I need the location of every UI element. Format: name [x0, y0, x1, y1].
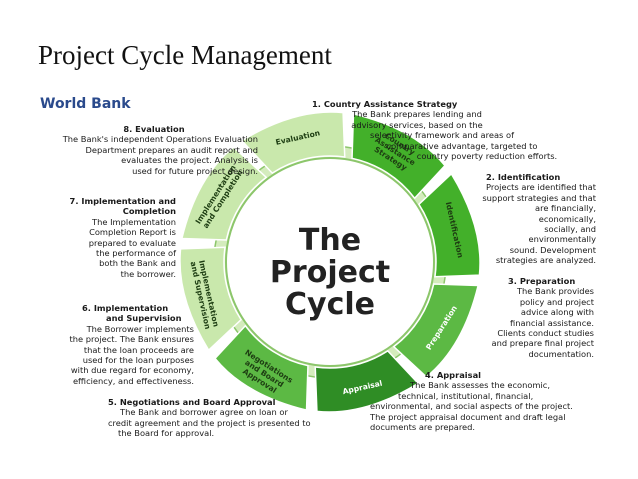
stage-6-heading: 6. Implementation: [82, 303, 169, 313]
brand-label: World Bank: [40, 96, 131, 112]
stage-3-text-6: and prepare final project: [491, 338, 594, 349]
stage-1-text-5: country poverty reduction efforts.: [416, 151, 558, 162]
stage-2-text-6: strategies are analyzed.: [495, 255, 596, 266]
center-disc: [225, 157, 435, 367]
stage-8-heading: 8. Evaluation: [123, 124, 185, 134]
stage-1-segment: [351, 112, 446, 200]
stage-4-text-5: documents are prepared.: [370, 422, 476, 433]
stage-3-text-7: documentation.: [528, 348, 594, 359]
stage-6-description: 6. Implementation and Supervision The Bo…: [52, 303, 194, 386]
stage-7-heading: 7. Implementation and: [69, 196, 176, 206]
stage-6-text-4: used for the loan purposes: [82, 355, 194, 366]
stage-1-text-1: The Bank prepares lending and: [352, 109, 482, 120]
stage-6-text-6: efficiency, and effectiveness.: [72, 375, 194, 386]
stage-6-segment: [179, 246, 243, 352]
stage-2-text-5: sound. Development: [509, 244, 596, 255]
stage-1-heading: 1. Country Assistance Strategy: [312, 99, 458, 109]
stage-8-text-2: Department prepares an audit report and: [85, 144, 258, 155]
center-title-line-3: Cycle: [285, 287, 375, 322]
stage-5-segment: [214, 324, 309, 412]
stage-7-text-5: both the Bank and: [99, 258, 176, 269]
stage-4-text-4: The project appraisal document and draft…: [370, 411, 566, 422]
stage-2-description: 2. Identification Projects are identifie…: [478, 172, 596, 266]
center-title-line-1: The: [299, 223, 361, 258]
stage-2-text-2: support strategies and that: [482, 192, 596, 203]
stage-4-heading: 4. Appraisal: [425, 370, 482, 380]
stage-3-heading: 3. Preparation: [508, 276, 576, 286]
stage-8-text-3: evaluates the project. Analysis is: [121, 155, 258, 166]
stage-7-segment: [180, 146, 268, 241]
stage-7-description: 7. Implementation and Completion The Imp…: [50, 196, 176, 279]
stage-3-text-5: Clients conduct studies: [497, 328, 594, 339]
stage-4-text-2: technical, institutional, financial,: [398, 390, 534, 401]
stage-5-text-3: the Board for approval.: [118, 428, 215, 439]
stage-7-heading-line-2: Completion: [122, 206, 176, 217]
stage-8-text-4: used for future project design.: [132, 165, 258, 176]
stage-3-description: 3. Preparation The Bank provides policy …: [478, 276, 594, 359]
stage-6-heading-line-2: and Supervision: [106, 313, 182, 324]
stage-1-text-3: selectivity framework and areas of: [370, 130, 514, 141]
stage-4-segment: [314, 349, 420, 413]
stage-1-text-4: comparative advantage, targeted to: [386, 140, 538, 151]
stage-7-text-1: The Implementation: [92, 216, 176, 227]
stage-4-description: 4. Appraisal The Bank assesses the econo…: [370, 370, 600, 432]
stage-8-text-1: The Bank's independent Operations Evalua…: [62, 134, 258, 145]
stage-7-text-2: Completion Report is: [89, 227, 176, 238]
stage-6-text-5: with due regard for economy,: [70, 365, 194, 376]
stage-5-heading: 5. Negotiations and Board Approval: [108, 397, 276, 407]
stage-6-text-3: that the loan proceeds are: [83, 344, 194, 355]
stage-6-text-2: the project. The Bank ensures: [69, 334, 194, 345]
stage-2-heading: 2. Identification: [486, 172, 561, 182]
stage-5-text-1: The Bank and borrower agree on loan or: [120, 407, 288, 418]
stage-8-segment: [240, 111, 346, 175]
stage-2-text-3: are financially, economically,: [535, 203, 596, 224]
stage-8-description: 8. Evaluation The Bank's independent Ope…: [50, 124, 258, 176]
stage-4-text-3: environmental, and social aspects of the…: [370, 401, 573, 412]
slide-title: Project Cycle Management: [38, 40, 332, 70]
stage-5-description: 5. Negotiations and Board Approval The B…: [108, 397, 338, 439]
stage-2-segment: [417, 172, 481, 278]
stage-1-text-2: advisory services, based on the: [351, 119, 483, 130]
stage-3-segment: [392, 283, 480, 378]
stage-3-text-1: The Bank provides: [516, 286, 594, 297]
stage-1-description: 1. Country Assistance Strategy The Bank …: [312, 99, 582, 161]
stage-7-text-3: prepared to evaluate: [88, 237, 176, 248]
stage-7-text-6: the borrower.: [120, 268, 176, 279]
stage-3-text-2: policy and project: [519, 296, 594, 307]
stage-7-text-4: the performance of: [95, 248, 176, 259]
stage-3-text-4: financial assistance.: [510, 317, 594, 328]
stage-5-text-2: credit agreement and the project is pres…: [108, 417, 311, 428]
stage-2-text-4: socially, and environmentally: [528, 224, 596, 245]
center-title-line-2: Project: [270, 255, 390, 290]
stage-4-text-1: The Bank assesses the economic,: [410, 380, 551, 391]
stage-6-text-1: The Borrower implements: [86, 323, 194, 334]
stage-3-text-3: advice along with: [520, 307, 594, 318]
stage-2-text-1: Projects are identified that: [486, 182, 596, 193]
